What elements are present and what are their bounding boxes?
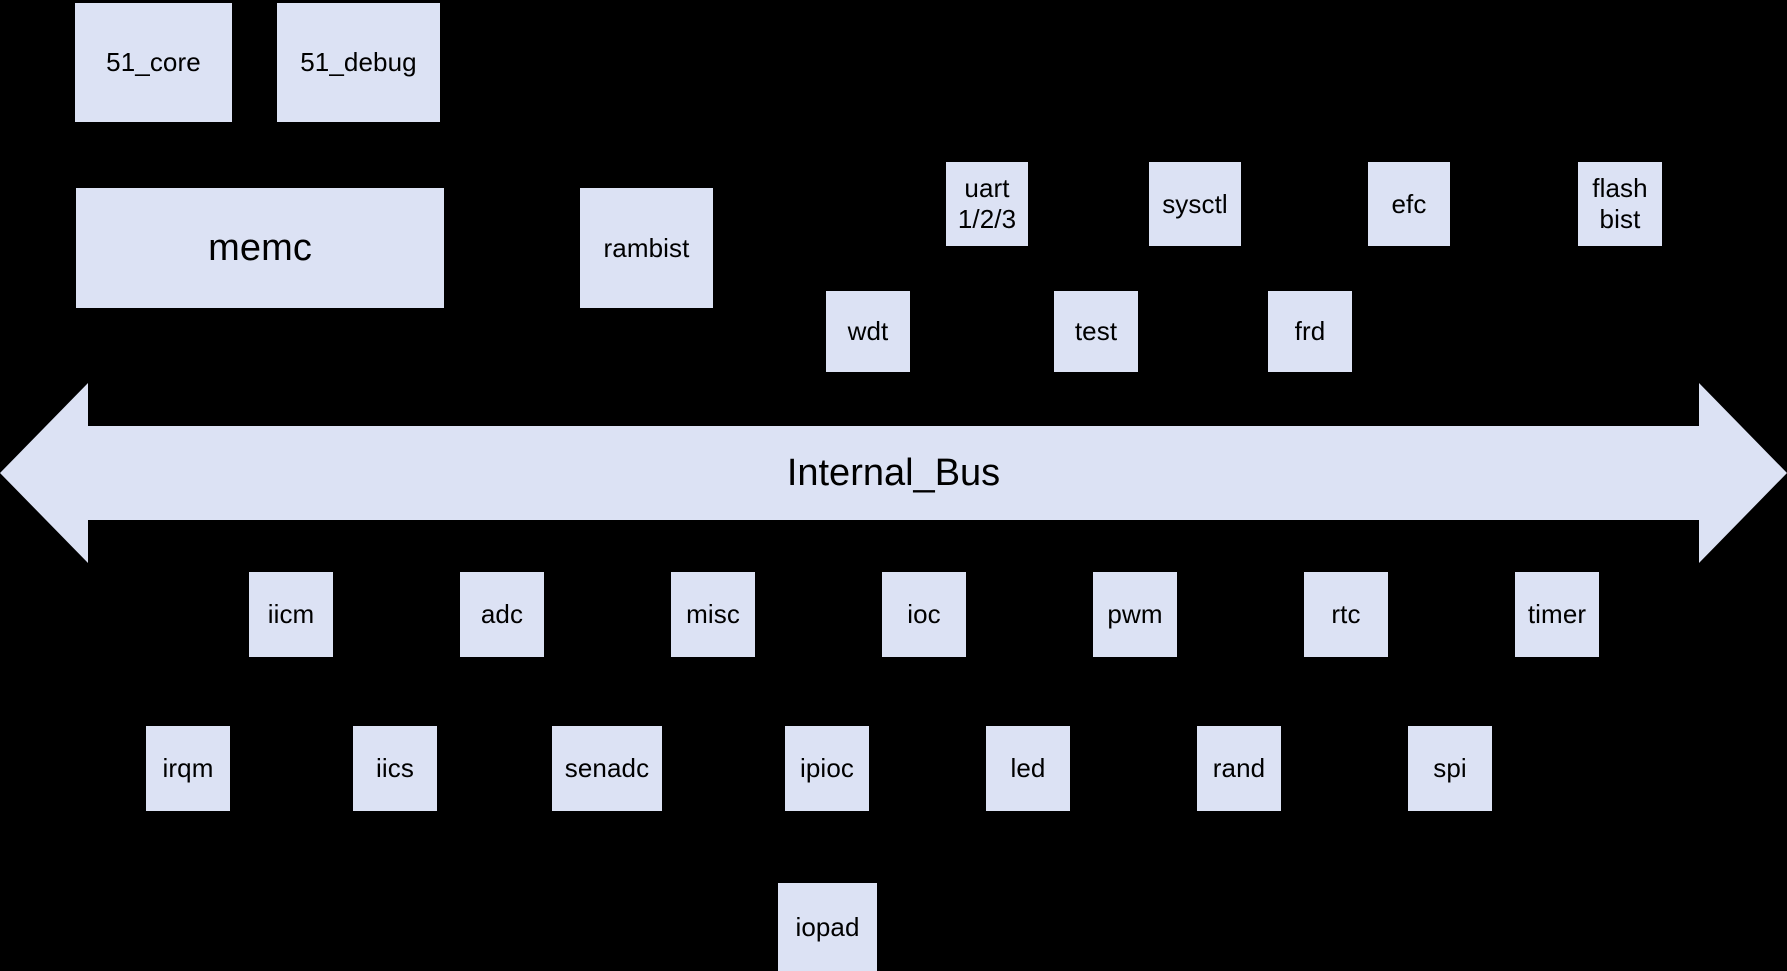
- block-iics[interactable]: iics: [353, 726, 437, 811]
- block-efc[interactable]: efc: [1368, 162, 1450, 246]
- block-misc[interactable]: misc: [671, 572, 755, 657]
- bus-arrow-polygon: [0, 383, 1787, 563]
- block-ipioc[interactable]: ipioc: [785, 726, 869, 811]
- block-memc[interactable]: memc: [76, 188, 444, 308]
- block-rtc[interactable]: rtc: [1304, 572, 1388, 657]
- block-sysctl[interactable]: sysctl: [1149, 162, 1241, 246]
- block-51-core[interactable]: 51_core: [75, 3, 232, 122]
- block-timer[interactable]: timer: [1515, 572, 1599, 657]
- block-spi[interactable]: spi: [1408, 726, 1492, 811]
- block-frd[interactable]: frd: [1268, 291, 1352, 372]
- block-led[interactable]: led: [986, 726, 1070, 811]
- block-pwm[interactable]: pwm: [1093, 572, 1177, 657]
- block-test[interactable]: test: [1054, 291, 1138, 372]
- block-rambist[interactable]: rambist: [580, 188, 713, 308]
- block-flash-bist[interactable]: flash bist: [1578, 162, 1662, 246]
- block-iicm[interactable]: iicm: [249, 572, 333, 657]
- block-51-debug[interactable]: 51_debug: [277, 3, 440, 122]
- internal-bus-arrow: [0, 378, 1787, 568]
- block-irqm[interactable]: irqm: [146, 726, 230, 811]
- block-rand[interactable]: rand: [1197, 726, 1281, 811]
- block-ioc[interactable]: ioc: [882, 572, 966, 657]
- bus-arrow-shape: [0, 383, 1787, 563]
- block-iopad[interactable]: iopad: [778, 883, 877, 971]
- block-adc[interactable]: adc: [460, 572, 544, 657]
- block-uart-1-2-3[interactable]: uart 1/2/3: [946, 162, 1028, 246]
- block-wdt[interactable]: wdt: [826, 291, 910, 372]
- block-senadc[interactable]: senadc: [552, 726, 662, 811]
